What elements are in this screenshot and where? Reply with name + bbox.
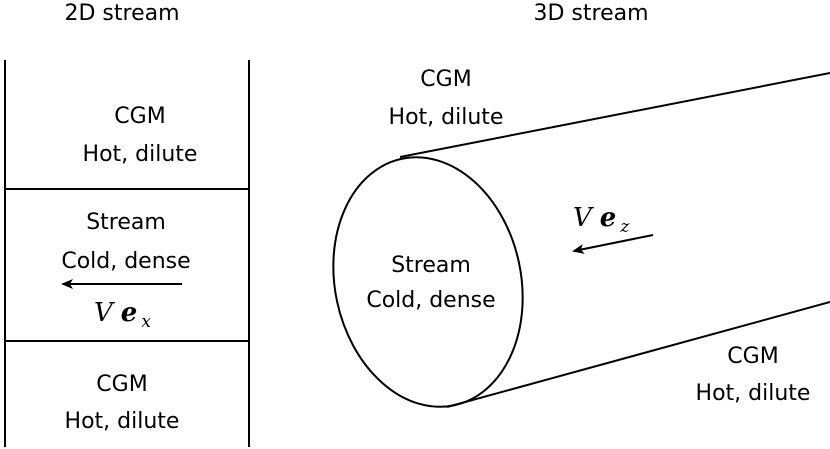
velocity-label-z: V e z <box>573 203 630 237</box>
panel-2d-title: 2D stream <box>64 1 179 26</box>
lower-cgm-description: Hot, dilute <box>696 381 811 406</box>
cylinder-stream-description: Cold, dense <box>366 288 495 313</box>
cylinder-bottom-edge <box>446 301 830 408</box>
upper-cgm-description: Hot, dilute <box>389 105 504 130</box>
panel-3d-title: 3D stream <box>533 1 648 26</box>
panel-2d-stream: 2D stream CGM Hot, dilute Stream Cold, d… <box>4 1 250 447</box>
velocity-arrow-z <box>572 234 654 254</box>
lower-cgm-label: CGM <box>727 344 778 369</box>
upper-cgm-label: CGM <box>420 67 471 92</box>
bottom-cgm-description: Hot, dilute <box>65 409 180 434</box>
top-cgm-label: CGM <box>114 104 165 129</box>
stream-label: Stream <box>86 210 166 235</box>
top-cgm-description: Hot, dilute <box>83 142 198 167</box>
cylinder-cross-section <box>332 156 524 408</box>
cylinder-top-edge <box>399 72 830 158</box>
stream-description: Cold, dense <box>61 249 190 274</box>
velocity-label-x: V e x <box>94 298 151 332</box>
bottom-cgm-label: CGM <box>96 372 147 397</box>
panel-3d-stream: 3D stream CGM Hot, dilute Stream Cold, d… <box>332 1 830 408</box>
cylinder-stream-label: Stream <box>391 253 471 278</box>
